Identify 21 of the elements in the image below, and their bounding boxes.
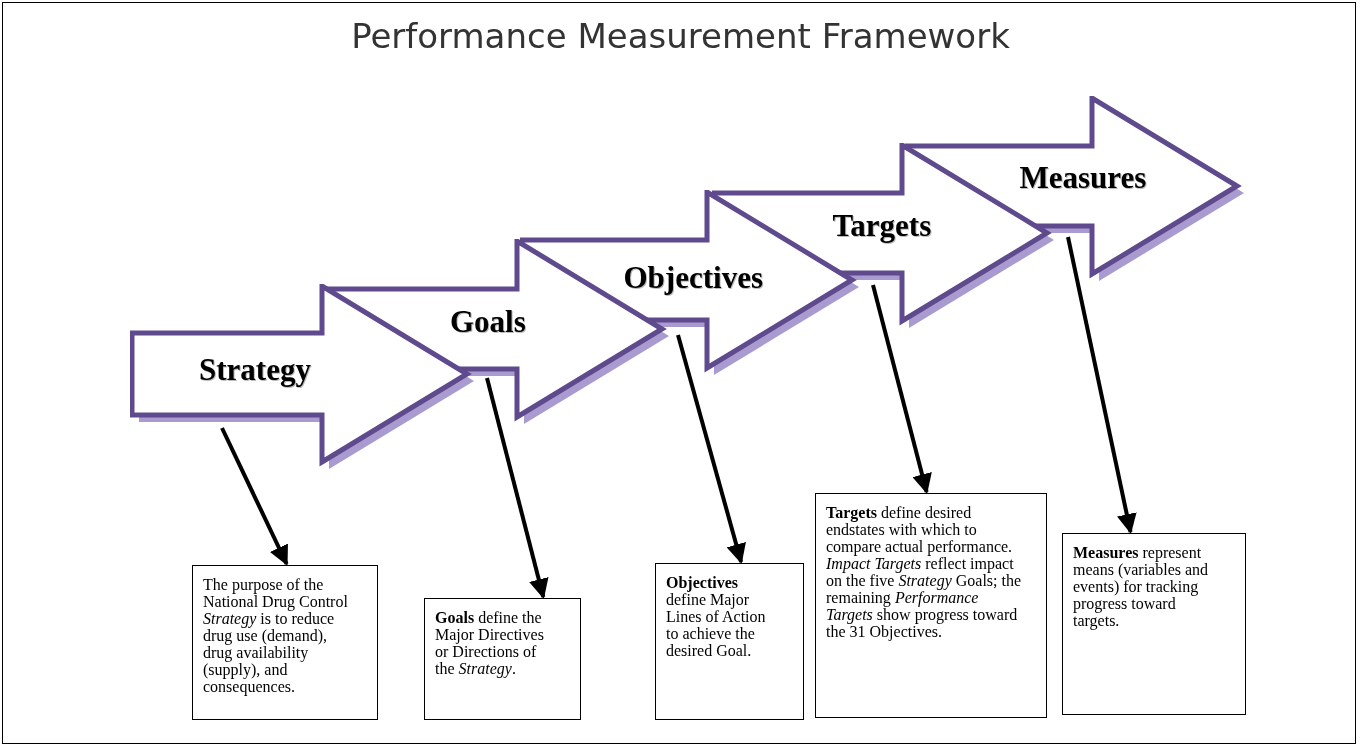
text-box: [655, 563, 804, 720]
arrow: [1066, 236, 1137, 534]
description-text: Objectives define Major Lines of Action to achieve the desired Goal.: [666, 574, 767, 659]
arrow: [220, 427, 289, 566]
text-box: [424, 598, 581, 720]
description-text: The purpose of the National Drug Control Strategy is to reduce drug use (demand), drug availability (supply), and consequences.: [203, 576, 349, 695]
text-box: [1062, 533, 1246, 715]
arrow: [676, 334, 746, 564]
arrow: [871, 284, 932, 494]
description-text: Goals define the Major Directives or Directions of the Strategy.: [435, 609, 545, 677]
arrow: [485, 377, 549, 599]
text-box: [192, 565, 378, 720]
arrow-label: Measures: [1019, 160, 1147, 196]
title: Performance Measurement Framework: [351, 16, 1010, 56]
arrow-label: Goals: [450, 304, 526, 340]
arrow-label: Targets: [832, 208, 932, 244]
description-text: Targets define desired endstates with which to compare actual performance. Impact Targets reflect impact on the five Strategy Goals; the remaining Performance Targets show progress toward the 31 Objectives.: [826, 504, 1023, 640]
text-box: [815, 493, 1047, 718]
description-text: Measures represent means (variables and events) for tracking progress toward targets.: [1073, 544, 1210, 629]
arrow-label: Strategy: [199, 352, 311, 388]
arrow-label: Objectives: [623, 260, 763, 296]
